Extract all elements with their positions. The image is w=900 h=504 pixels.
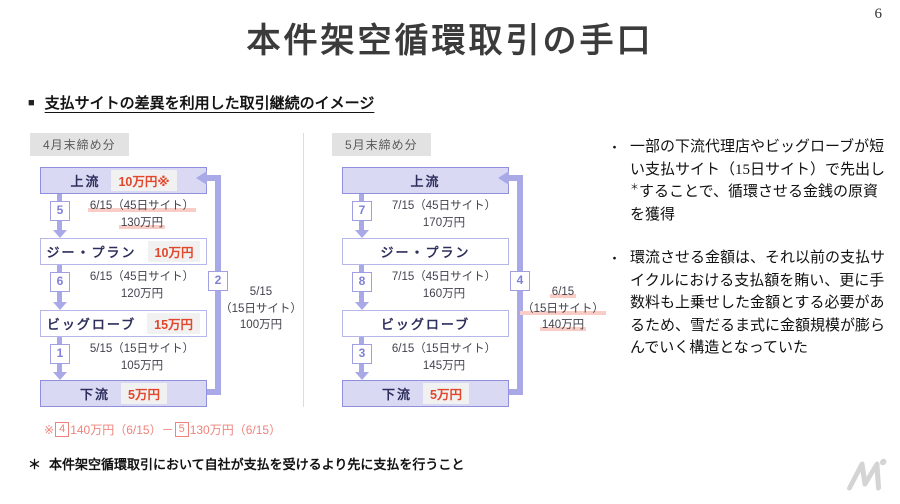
arrow-left-icon	[498, 171, 509, 185]
fee-chip: 5万円	[423, 383, 469, 404]
page-title: 本件架空循環取引の手口	[246, 23, 654, 60]
diagram-april: 4月末締め分 上流 10万円※ ジー・プラン 10万円 ビッグローブ 15万円 …	[28, 133, 328, 437]
arrow-down-icon	[53, 372, 67, 380]
arrow-down-icon	[53, 302, 67, 310]
node-biglobe: ビッグローブ 15万円	[40, 310, 207, 337]
flow-date: 6/15（45日サイト）	[89, 271, 195, 283]
company-logo-icon	[843, 457, 889, 498]
fee-chip: 10万円	[147, 241, 201, 262]
step-badge: 3	[352, 344, 372, 364]
flow-date: 5/15（15日サイト）	[89, 343, 195, 355]
flow-amount: 120万円	[120, 288, 164, 300]
flow-amount: 105万円	[120, 360, 164, 372]
return-flow-line	[207, 389, 221, 395]
bullet-dot-icon: ・	[608, 251, 622, 266]
return-flow-label: 5/15 （15日サイト） 100万円	[218, 284, 304, 334]
node-label: ジー・プラン	[46, 245, 137, 260]
step-badge: 7	[352, 201, 372, 221]
step-badge: 8	[352, 272, 372, 292]
footnote-text: 本件架空循環取引において自社が支払を受けるより先に支払を行うこと	[49, 457, 465, 472]
bullet-dot-icon: ・	[608, 140, 622, 155]
step-badge: 4	[510, 271, 530, 291]
node-label: 下流	[382, 387, 413, 402]
bullet-list: ・ 一部の下流代理店やビッグローブが短い支払サイト（15日サイト）で先出し ＊する…	[608, 136, 890, 360]
flow-date: 6/15	[549, 286, 577, 298]
flow-amount: 145万円	[422, 360, 466, 372]
node-label: 上流	[70, 174, 101, 189]
flow-site: （15日サイト）	[520, 302, 606, 315]
fee-chip: 5万円	[121, 383, 167, 404]
step-badge: 6	[50, 272, 70, 292]
node-label: ビッグローブ	[380, 317, 471, 332]
flow-amount: 100万円	[239, 319, 283, 331]
step-badge: 5	[50, 201, 70, 221]
node-downstream: 下流 5万円	[40, 380, 207, 407]
step-badge: 1	[50, 344, 70, 364]
square-bullet-icon: ■	[28, 96, 35, 109]
note-text: 140万円（6/15）－	[70, 423, 174, 437]
return-flow-line	[207, 175, 217, 181]
footnote-ref-mark: ＊	[630, 182, 640, 192]
flow-label: 5/15（15日サイト） 105万円	[76, 341, 208, 375]
flow-date: 7/15（45日サイト）	[391, 200, 497, 212]
bullet-item: ・ 一部の下流代理店やビッグローブが短い支払サイト（15日サイト）で先出し ＊する…	[608, 136, 890, 226]
bullet-text: 一部の下流代理店やビッグローブが短い支払サイト（15日サイト）で先出し ＊すること…	[630, 136, 890, 226]
step-ref: 4	[55, 422, 70, 437]
vertical-divider	[303, 133, 304, 407]
note-mark: ※	[44, 422, 55, 437]
return-flow-line	[509, 175, 519, 181]
page-number: 6	[874, 6, 883, 22]
flow-label: 7/15（45日サイト） 160万円	[378, 269, 510, 303]
flow-date: 5/15	[249, 286, 273, 298]
flow-amount: 140万円	[539, 319, 587, 331]
step-ref: 5	[174, 422, 189, 437]
flow-date: 6/15（15日サイト）	[391, 343, 497, 355]
section-title: 支払サイトの差異を利用した取引継続のイメージ	[44, 96, 375, 112]
bullet-item: ・ 環流させる金額は、それ以前の支払サイクルにおける支払額を賄い、更に手数料も上…	[608, 247, 890, 360]
bullet-text-segment: することで、循環させる金銭の原資を獲得	[630, 184, 878, 223]
arrow-down-icon	[355, 372, 369, 380]
step-badge: 2	[208, 271, 228, 291]
flow-label: 6/15（45日サイト） 120万円	[76, 269, 208, 303]
node-label: 上流	[410, 174, 441, 189]
node-downstream: 下流 5万円	[342, 380, 509, 407]
flow-label: 6/15（15日サイト） 145万円	[378, 341, 510, 375]
arrow-down-icon	[355, 230, 369, 238]
section-header: ■ 支払サイトの差異を利用した取引継続のイメージ	[28, 92, 374, 113]
node-gplan: ジー・プラン	[342, 238, 509, 265]
footnote: ＊ 本件架空循環取引において自社が支払を受けるより先に支払を行うこと	[28, 454, 464, 473]
return-flow-line	[509, 389, 523, 395]
flow-amount: 130万円	[118, 217, 166, 229]
flow-label: 7/15（45日サイト） 170万円	[378, 198, 510, 232]
node-label: 下流	[80, 387, 111, 402]
flow-site: （15日サイト）	[220, 302, 302, 315]
period-tag: 4月末締め分	[30, 133, 129, 156]
node-upstream: 上流	[342, 167, 509, 194]
fee-chip: 10万円※	[111, 170, 177, 191]
diagram-may: 5月末締め分 上流 ジー・プラン ビッグローブ 下流 5万円 7 7/15（45…	[330, 133, 630, 433]
node-label: ジー・プラン	[380, 245, 471, 260]
note-text: 130万円（6/15）	[189, 423, 282, 437]
bullet-text: 環流させる金額は、それ以前の支払サイクルにおける支払額を賄い、更に手数料も上乗せ…	[630, 250, 886, 356]
node-label: ビッグローブ	[46, 317, 137, 332]
fee-chip: 15万円	[147, 313, 201, 334]
arrow-left-icon	[196, 171, 207, 185]
flow-date: 7/15（45日サイト）	[391, 271, 497, 283]
bullet-text-segment: 一部の下流代理店やビッグローブが短い支払サイト（15日サイト）で先出し	[630, 139, 886, 178]
flow-label: 6/15（45日サイト） 130万円	[76, 198, 208, 232]
arrow-down-icon	[53, 230, 67, 238]
footnote-mark: ＊	[28, 457, 42, 472]
arrow-down-icon	[355, 302, 369, 310]
node-gplan: ジー・プラン 10万円	[40, 238, 207, 265]
node-upstream: 上流 10万円※	[40, 167, 207, 194]
flow-amount: 160万円	[422, 288, 466, 300]
flow-amount: 170万円	[422, 217, 466, 229]
period-tag: 5月末締め分	[332, 133, 431, 156]
flow-date: 6/15（45日サイト）	[87, 200, 197, 212]
return-flow-label: 6/15 （15日サイト） 140万円	[520, 284, 606, 334]
node-biglobe: ビッグローブ	[342, 310, 509, 337]
